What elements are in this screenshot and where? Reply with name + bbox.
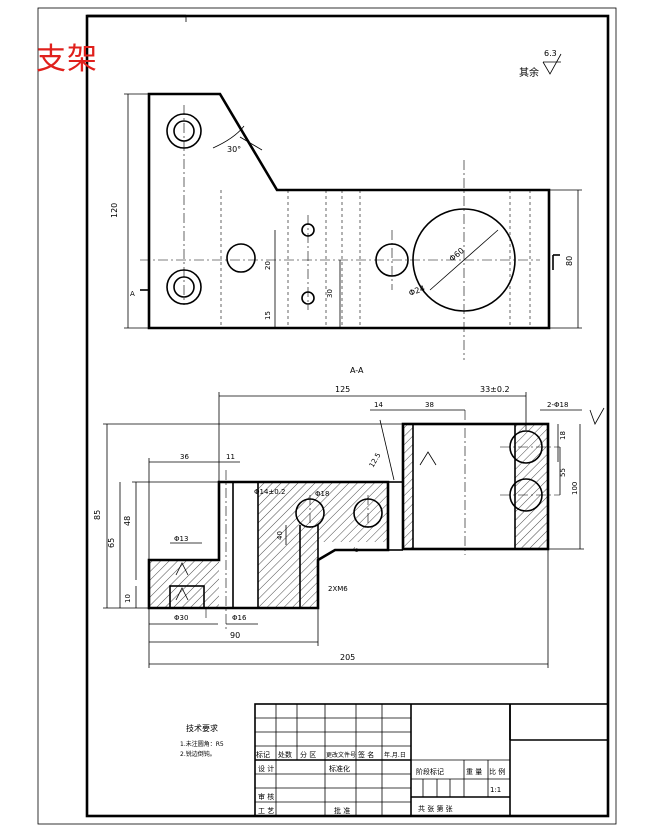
section-view: 125 33±0.2 14 38 2-Φ18 36 11 85 65 48	[93, 385, 605, 668]
tb-standard: 标准化	[329, 764, 350, 773]
top-view-outline	[147, 92, 551, 330]
dim-33: 33±0.2	[480, 385, 510, 394]
drawing-title: 支架	[36, 42, 98, 77]
dim-85: 85	[93, 510, 102, 520]
dim-48: 48	[123, 516, 132, 526]
dim-cut: 12.5	[368, 451, 383, 469]
tb-sheets: 共 张 第 张	[418, 804, 453, 813]
tb-design: 设 计	[258, 764, 274, 773]
tb-header-date: 年.月.日	[384, 751, 406, 759]
surface-finish-note: 6.3 其余	[519, 49, 562, 79]
dim-205: 205	[340, 653, 355, 662]
dim-slope: 6	[352, 546, 361, 554]
roughness-symbol-icon	[542, 53, 562, 75]
dim-55: 55	[559, 468, 567, 477]
tb-scale-label: 比 例	[489, 767, 505, 776]
hole-24	[375, 243, 409, 277]
finish-label: 其余	[519, 66, 539, 79]
tb-header-change: 更改文件号	[326, 751, 356, 759]
dim-120: 120	[110, 203, 119, 218]
tb-review: 审 核	[258, 792, 274, 801]
dim-40: 40	[276, 531, 284, 540]
tb-header-sign: 签 名	[358, 750, 374, 759]
outer-border	[37, 7, 617, 825]
finish-mark-icon	[419, 451, 437, 466]
dim-30: 30	[326, 289, 334, 298]
tech-req-item-2: 2.锐边倒钝。	[180, 750, 216, 758]
tb-header-count: 处数	[278, 750, 292, 759]
dim-dia24: Φ24	[408, 284, 427, 298]
tb-approve: 批 准	[334, 806, 350, 815]
roughness-mark-icon	[589, 407, 605, 425]
dim-bore: Φ14±0.2	[254, 488, 285, 496]
dim-10: 10	[124, 594, 132, 603]
dim-holes: 2-Φ18	[547, 401, 568, 409]
dim-dia30: Φ30	[174, 614, 188, 622]
dim-14: 14	[374, 401, 383, 409]
dim-65: 65	[107, 538, 116, 548]
dim-90: 90	[230, 631, 240, 640]
dim-36: 36	[180, 453, 189, 461]
dim-20: 20	[264, 261, 272, 270]
dim-100: 100	[571, 482, 579, 495]
dim-dia16: Φ16	[232, 614, 247, 622]
finish-value: 6.3	[544, 49, 557, 58]
dim-18: 18	[559, 431, 567, 440]
section-label: A-A	[350, 366, 364, 375]
small-hole	[226, 243, 256, 273]
dim-small-18: Φ18	[315, 490, 329, 498]
section-right-block	[401, 422, 550, 551]
dim-11: 11	[226, 453, 235, 461]
dim-80: 80	[565, 256, 574, 266]
inner-frame	[85, 14, 610, 818]
dim-125: 125	[335, 385, 350, 394]
counterbore-hole-bottom	[166, 269, 202, 305]
tb-weight: 重 量	[466, 768, 482, 776]
tech-req-item-1: 1.未注圆角：R5	[180, 740, 224, 748]
counterbore-hole-top	[166, 113, 202, 149]
tb-process: 工 艺	[258, 807, 274, 815]
tb-stage: 阶段标记	[416, 767, 444, 776]
tech-req-title: 技术要求	[186, 723, 218, 733]
tb-header-mark: 标记	[256, 750, 270, 759]
tech-requirements: 技术要求 1.未注圆角：R5 2.锐边倒钝。	[180, 723, 224, 758]
dim-dia13: Φ13	[174, 535, 188, 543]
top-view: 120 30° Φ60 Φ24 30 20 15 80 A	[110, 92, 582, 360]
title-block: 标记 处数 分 区 更改文件号 签 名 年.月.日 设 计 标准化 审 核 工 …	[254, 703, 609, 817]
dim-38: 38	[425, 401, 434, 409]
dim-bolt: 2XM6	[328, 585, 348, 593]
dim-angle: 30°	[227, 145, 241, 154]
dim-15: 15	[264, 311, 272, 320]
tb-header-zone: 分 区	[300, 750, 316, 759]
section-mark-a: A	[130, 290, 135, 298]
bore-60	[412, 208, 516, 312]
tb-scale: 1:1	[490, 786, 501, 794]
